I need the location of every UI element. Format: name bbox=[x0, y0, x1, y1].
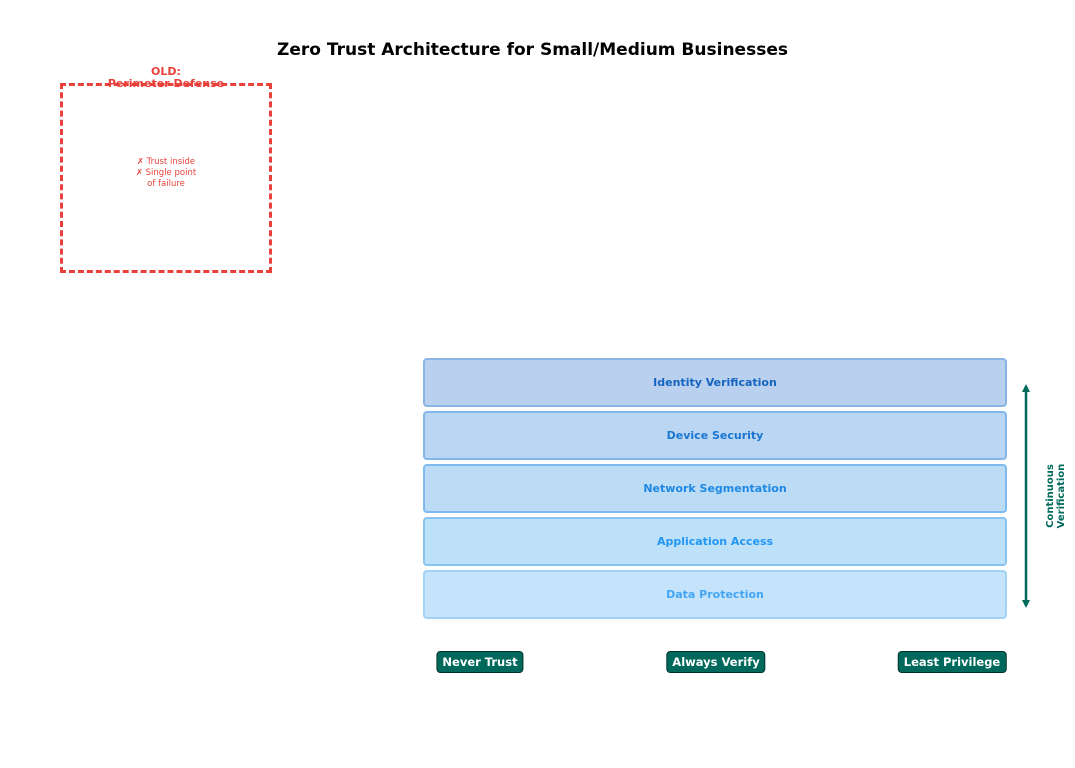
old-model-heading-line2: Perimeter Defense bbox=[107, 77, 225, 90]
old-perimeter-box bbox=[60, 83, 272, 273]
old-model-bullet: ✗ Single point bbox=[135, 168, 197, 178]
principle-least-privilege: Least Privilege bbox=[897, 651, 1007, 673]
old-model-bullets: ✗ Trust inside ✗ Single point of failure bbox=[60, 157, 272, 190]
continuous-verification-label: Continuous Verification bbox=[1045, 464, 1067, 529]
old-model-bullet: ✗ Trust inside bbox=[136, 157, 196, 167]
continuous-verification-line2: Verification bbox=[1056, 463, 1067, 529]
layer-application-access: Application Access bbox=[423, 517, 1007, 566]
diagram-title: Zero Trust Architecture for Small/Medium… bbox=[277, 40, 788, 60]
layer-network-segmentation: Network Segmentation bbox=[423, 464, 1007, 513]
principle-never-trust: Never Trust bbox=[436, 651, 524, 673]
continuous-verification-arrow-icon bbox=[1022, 384, 1030, 608]
old-model-heading: OLD: Perimeter Defense bbox=[60, 66, 272, 90]
old-model-heading-line1: OLD: bbox=[151, 65, 181, 78]
layer-device-security: Device Security bbox=[423, 411, 1007, 460]
principle-always-verify: Always Verify bbox=[666, 651, 766, 673]
old-model-bullet: of failure bbox=[147, 179, 185, 189]
continuous-verification-line1: Continuous bbox=[1045, 464, 1056, 528]
layer-identity-verification: Identity Verification bbox=[423, 358, 1007, 407]
layer-data-protection: Data Protection bbox=[423, 570, 1007, 619]
